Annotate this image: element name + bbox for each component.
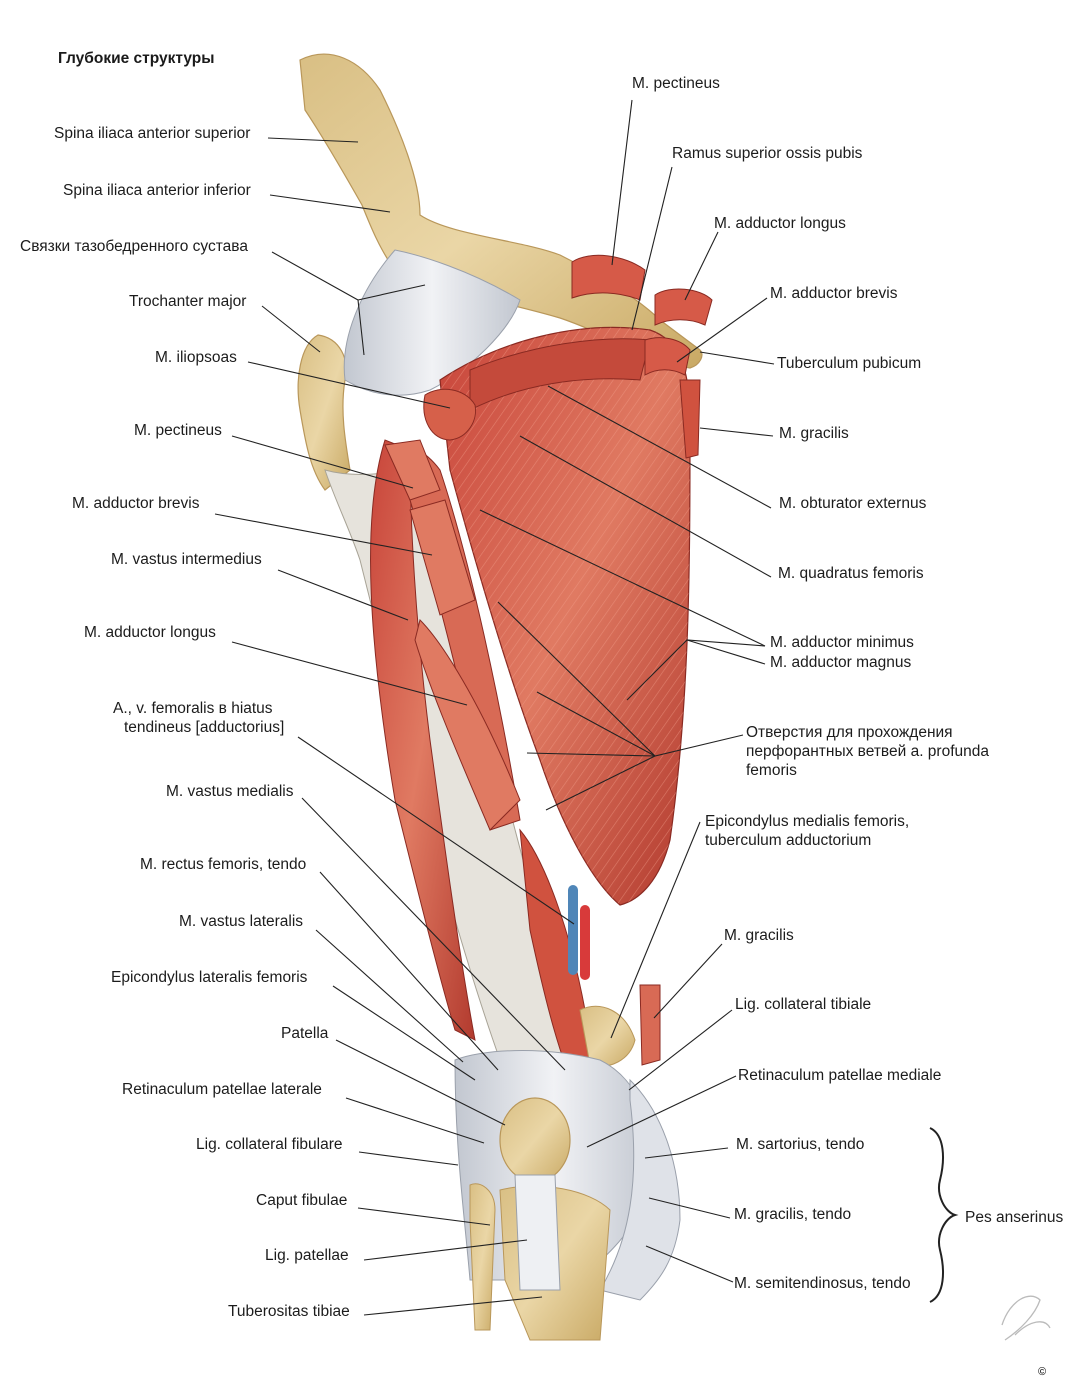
femoral-vein <box>568 885 578 975</box>
leader-lines <box>214 99 775 1316</box>
label-adductor-brevis-right: M. adductor brevis <box>770 285 898 302</box>
fibula <box>469 1183 496 1331</box>
label-trochanter-major: Trochanter major <box>129 293 247 310</box>
adductor-magnus-fibers <box>440 327 690 905</box>
label-pes-anserinus: Pes anserinus <box>965 1209 1064 1226</box>
trochanter-bone <box>297 334 351 491</box>
label-vastus-lateralis: M. vastus lateralis <box>179 913 304 930</box>
label-adductor-magnus: M. adductor magnus <box>770 654 912 671</box>
gracilis-lower <box>639 984 661 1066</box>
pectineus-ribbon <box>384 439 441 501</box>
label-svyazki: Связки тазобедренного сустава <box>20 238 248 255</box>
adductor-brevis-ribbon <box>409 499 476 616</box>
label-gracilis-tendo: M. gracilis, tendo <box>734 1206 852 1223</box>
label-epicondylus-medialis-2: tuberculum adductorium <box>705 832 872 849</box>
adductor-brevis-stump <box>644 337 691 376</box>
label-vastus-medialis: M. vastus medialis <box>166 783 294 800</box>
label-epicondylus-lateralis: Epicondylus lateralis femoris <box>111 969 308 986</box>
pectineus-stump <box>571 254 646 301</box>
iliopsoas-stump <box>423 388 477 441</box>
label-otverstiya-2: перфорантных ветвей a. profunda <box>746 743 989 760</box>
label-adductor-brevis-left: M. adductor brevis <box>72 495 200 512</box>
vastus-lateralis-muscle <box>370 439 476 1041</box>
copyright-mark: © <box>1038 1366 1047 1378</box>
label-rectus-femoris-tendo: M. rectus femoris, tendo <box>140 856 307 873</box>
patella-bone <box>499 1097 571 1183</box>
label-tuberculum-pubicum: Tuberculum pubicum <box>777 355 922 372</box>
label-epicondylus-medialis-1: Epicondylus medialis femoris, <box>705 813 910 830</box>
label-femoralis-hiatus-2: tendineus [adductorius] <box>124 719 285 736</box>
adductor-minimus-muscle <box>469 338 651 411</box>
label-lig-patellae: Lig. patellae <box>265 1247 349 1264</box>
label-spina-iai: Spina iliaca anterior inferior <box>63 182 251 199</box>
gracilis-top-stump <box>679 379 701 459</box>
figure-title: Глубокие структуры <box>58 50 215 67</box>
label-obturator-externus: M. obturator externus <box>779 495 927 512</box>
label-iliopsoas: M. iliopsoas <box>155 349 237 366</box>
adductor-longus-ribbon <box>414 619 521 831</box>
label-retinaculum-mediale: Retinaculum patellae mediale <box>738 1067 942 1084</box>
label-gracilis-bottom: M. gracilis <box>724 927 794 944</box>
label-semitendinosus-tendo: M. semitendinosus, tendo <box>734 1275 911 1292</box>
label-lig-collateral-fibulare: Lig. collateral fibulare <box>196 1136 343 1153</box>
label-spina-ias: Spina iliaca anterior superior <box>54 125 251 142</box>
label-lig-collateral-tibiale: Lig. collateral tibiale <box>735 996 872 1013</box>
pes-anserinus-tendons <box>599 1078 681 1301</box>
signature-mark <box>1001 1295 1051 1341</box>
label-pectineus-right: M. pectineus <box>632 75 720 92</box>
label-gracilis-top: M. gracilis <box>779 425 849 442</box>
label-quadratus-femoris: M. quadratus femoris <box>778 565 924 582</box>
adductor-longus-stump <box>654 288 713 326</box>
label-adductor-longus-right: M. adductor longus <box>714 215 846 232</box>
hip-ligaments <box>343 249 521 396</box>
label-femoralis-hiatus-1: A., v. femoralis в hiatus <box>113 700 273 717</box>
label-pectineus-left: M. pectineus <box>134 422 222 439</box>
label-sartorius-tendo: M. sartorius, tendo <box>736 1136 865 1153</box>
label-otverstiya-3: femoris <box>746 762 797 779</box>
label-tuberositas-tibiae: Tuberositas tibiae <box>228 1303 350 1320</box>
femoral-artery <box>580 905 590 980</box>
label-patella: Patella <box>281 1025 329 1042</box>
label-adductor-longus-left: M. adductor longus <box>84 624 216 641</box>
label-vastus-intermedius: M. vastus intermedius <box>111 551 262 568</box>
label-ramus-superior: Ramus superior ossis pubis <box>672 145 863 162</box>
pes-anserinus-brace <box>929 1127 959 1303</box>
label-adductor-minimus: M. adductor minimus <box>770 634 914 651</box>
label-retinaculum-laterale: Retinaculum patellae laterale <box>122 1081 322 1098</box>
label-otverstiya-1: Отверстия для прохождения <box>746 724 953 741</box>
label-caput-fibulae: Caput fibulae <box>256 1192 348 1209</box>
patellar-ligament <box>514 1174 561 1291</box>
